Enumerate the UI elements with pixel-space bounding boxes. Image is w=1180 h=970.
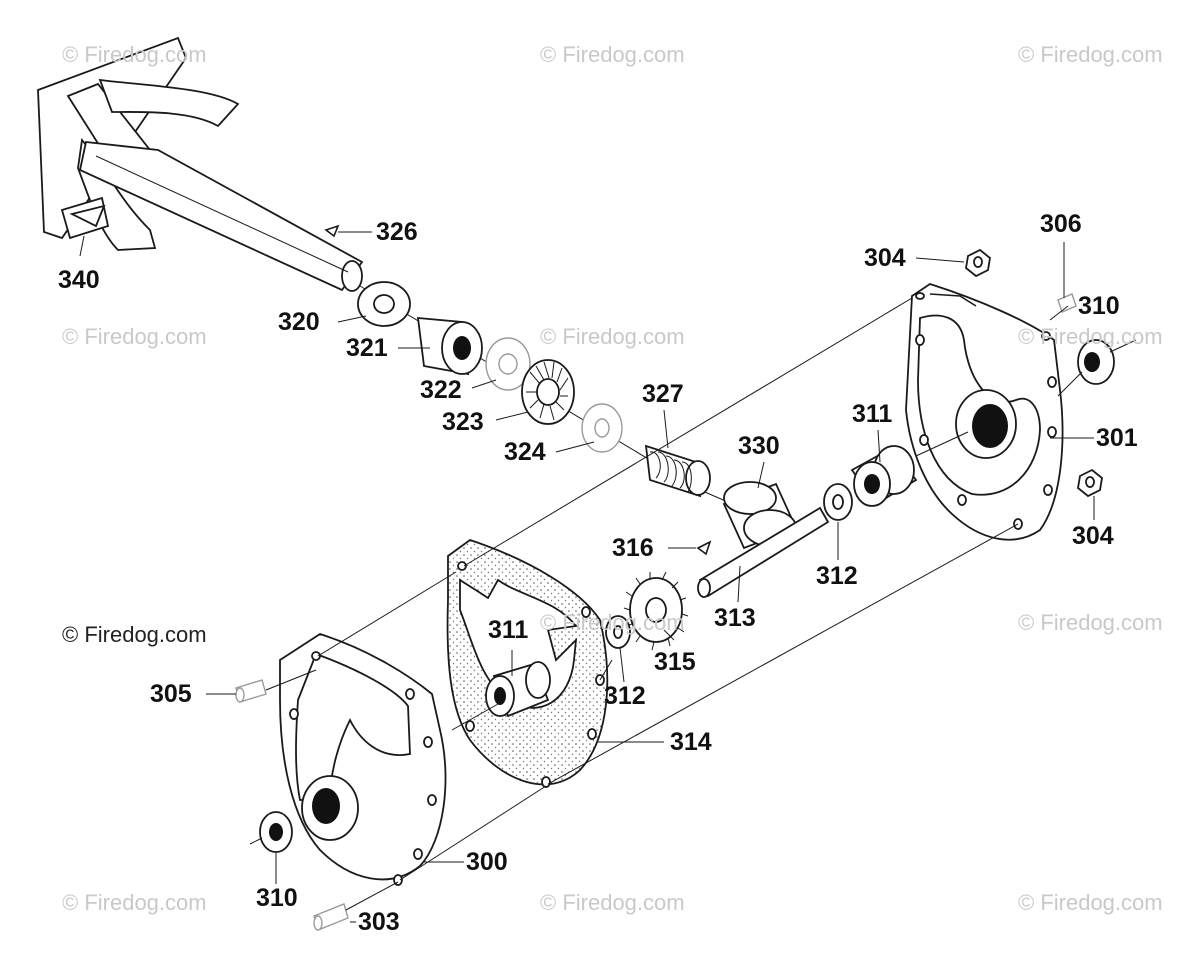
part-label-312-front: 312: [604, 682, 646, 710]
seal-310-front: [249, 811, 293, 853]
bearing-311-front: [485, 661, 551, 718]
thrust-bearing-323: [521, 359, 575, 425]
part-label-324: 324: [504, 438, 546, 466]
part-label-304-top: 304: [864, 244, 906, 272]
part-label-306: 306: [1040, 210, 1082, 238]
part-label-322: 322: [420, 376, 462, 404]
watermark: © Firedog.com: [540, 610, 685, 635]
part-label-323: 323: [442, 408, 484, 436]
part-label-310-right: 310: [1078, 292, 1120, 320]
watermark: © Firedog.com: [62, 890, 207, 915]
part-label-316: 316: [612, 534, 654, 562]
nut-304-top: [965, 248, 991, 278]
part-label-313: 313: [714, 604, 756, 632]
alignment-lines: [265, 297, 1083, 911]
nut-304-right: [1077, 468, 1103, 498]
part-label-320: 320: [278, 308, 320, 336]
part-label-327: 327: [642, 380, 684, 408]
part-label-303: 303: [358, 908, 400, 936]
watermark: © Firedog.com: [540, 324, 685, 349]
seal-310-right: [1077, 339, 1137, 385]
part-label-340: 340: [58, 266, 100, 294]
part-label-315: 315: [654, 648, 696, 676]
bolt-303: [313, 903, 349, 931]
bushing-321: [416, 317, 483, 376]
gasket-314: [446, 538, 609, 788]
part-label-305: 305: [150, 680, 192, 708]
part-label-314: 314: [670, 728, 712, 756]
part-label-321: 321: [346, 334, 388, 362]
bolt-305: [235, 679, 267, 703]
watermark: © Firedog.com: [1018, 324, 1163, 349]
watermark: © Firedog.com: [1018, 42, 1163, 67]
leader-lines: [79, 231, 1095, 923]
auger-assembly: [37, 36, 364, 292]
bolt-306: [1057, 293, 1077, 313]
watermark: © Firedog.com: [540, 42, 685, 67]
washer-320: [357, 281, 411, 327]
housing-300: [279, 633, 447, 886]
watermark: © Firedog.com: [1018, 890, 1163, 915]
part-label-311-rear: 311: [852, 400, 893, 428]
watermark: © Firedog.com: [1018, 610, 1163, 635]
washer-324: [581, 403, 623, 453]
watermark: © Firedog.com: [540, 890, 685, 915]
part-label-311-front: 311: [488, 616, 529, 644]
washer-312-rear: [823, 483, 853, 521]
washer-312-front: [605, 615, 631, 649]
copyright-notice: © Firedog.com: [62, 622, 207, 647]
housing-301: [905, 283, 1064, 541]
part-label-310-front: 310: [256, 884, 298, 912]
watermark: © Firedog.com: [62, 42, 207, 67]
pin-316: [696, 540, 712, 556]
part-label-330: 330: [738, 432, 780, 460]
watermark: © Firedog.com: [62, 324, 207, 349]
shaft-313: [697, 506, 830, 598]
part-label-326: 326: [376, 218, 418, 246]
worm-gear-327: [644, 444, 711, 498]
part-label-300: 300: [466, 848, 508, 876]
part-label-301: 301: [1096, 424, 1138, 452]
part-label-312-rear: 312: [816, 562, 858, 590]
washer-322: [485, 337, 531, 391]
bearing-311-rear: [850, 445, 918, 507]
part-label-304-right: 304: [1072, 522, 1114, 550]
gear-315: [623, 571, 689, 651]
